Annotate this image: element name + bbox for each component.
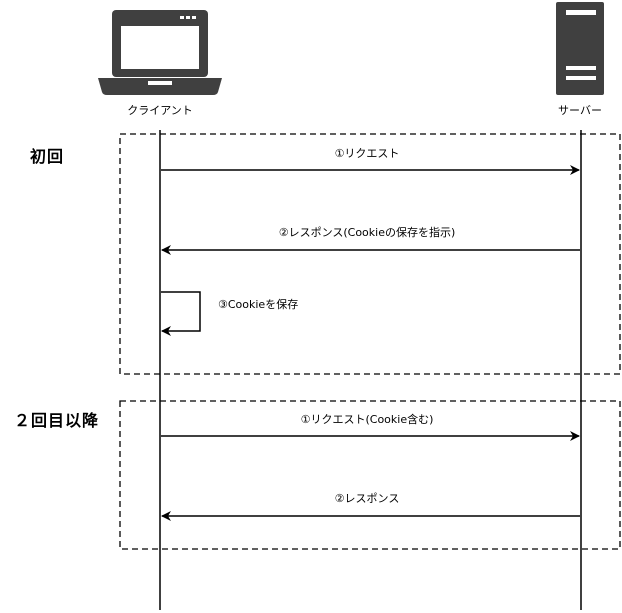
message-arrow-save-cookie bbox=[161, 291, 201, 336]
message-label-response-2: ②レスポンス bbox=[334, 492, 400, 505]
server-icon bbox=[556, 2, 604, 95]
message-label-request-1: ①リクエスト bbox=[334, 147, 400, 160]
section-label-first: 初回 bbox=[30, 147, 65, 166]
laptop-icon bbox=[98, 10, 222, 95]
section-label-subsequent: ２回目以降 bbox=[14, 411, 100, 430]
message-label-request-2: ①リクエスト(Cookie含む) bbox=[300, 413, 434, 426]
message-label-response-1: ②レスポンス(Cookieの保存を指示) bbox=[278, 226, 456, 239]
section-frame-first bbox=[119, 133, 621, 375]
section-frame-subsequent bbox=[119, 400, 621, 550]
message-label-save-cookie: ③Cookieを保存 bbox=[218, 298, 299, 311]
server-label: サーバー bbox=[558, 104, 602, 117]
client-label: クライアント bbox=[127, 104, 193, 117]
